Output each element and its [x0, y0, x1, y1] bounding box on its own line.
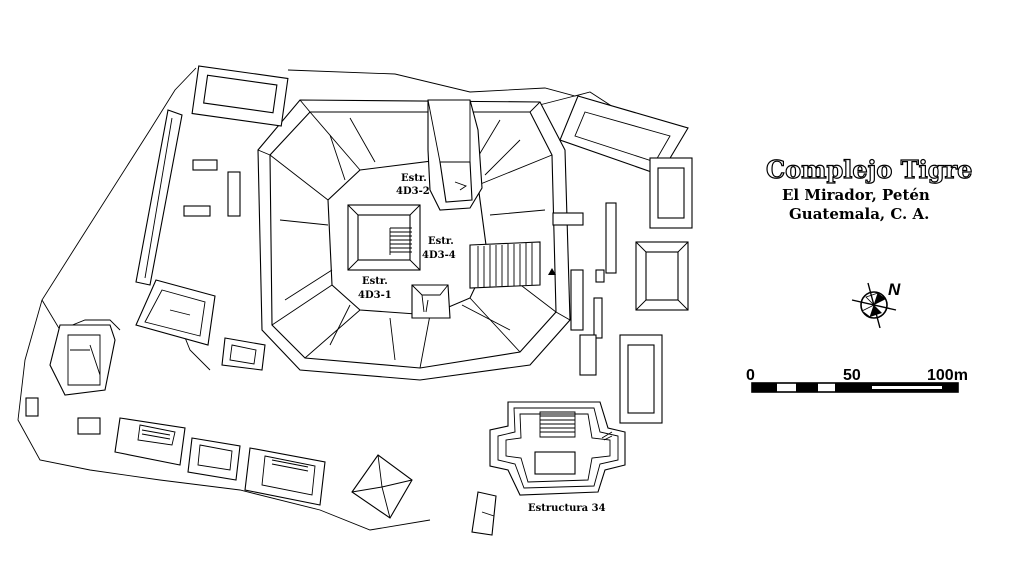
north-arrow: N — [851, 280, 901, 329]
scale-label-100m: 100m — [927, 367, 968, 384]
estructura-34: Estructura 34 — [471, 401, 626, 536]
east-buildings — [559, 95, 693, 424]
scale-bar: 0 50 100m — [746, 367, 968, 393]
map-title: Complejo Tigre — [766, 155, 972, 184]
structure-4d3-4: Estr. 4D3-4 — [347, 204, 456, 271]
label-4d3-2-a: Estr. — [401, 173, 427, 184]
label-4d3-2-b: 4D3-2 — [396, 186, 430, 197]
label-4d3-1-a: Estr. — [362, 276, 388, 287]
north-west-buildings — [135, 65, 289, 286]
structure-4d3-1: Estr. 4D3-1 — [358, 276, 451, 319]
east-stairway — [469, 212, 584, 289]
label-4d3-4-b: 4D3-4 — [422, 250, 456, 261]
west-buildings — [25, 279, 266, 435]
label-estructura-34: Estructura 34 — [528, 503, 606, 514]
structure-4d3-2: Estr. 4D3-2 — [396, 99, 483, 211]
scale-label-0: 0 — [746, 367, 755, 384]
label-4d3-4-a: Estr. — [428, 236, 454, 247]
north-label: N — [888, 280, 901, 299]
scale-label-50: 50 — [843, 367, 861, 384]
site-boundary — [17, 67, 661, 531]
label-4d3-1-b: 4D3-1 — [358, 290, 392, 301]
map-subtitle-location: El Mirador, Petén — [782, 186, 930, 204]
map-subtitle-country: Guatemala, C. A. — [789, 205, 929, 223]
title-block: Complejo Tigre El Mirador, Petén Guatema… — [765, 154, 973, 223]
south-buildings — [114, 417, 413, 519]
